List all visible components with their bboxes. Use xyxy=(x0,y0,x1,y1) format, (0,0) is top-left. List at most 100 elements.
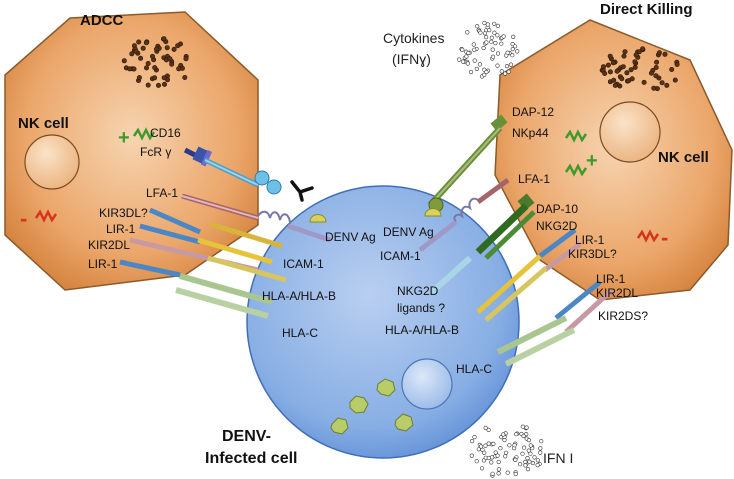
kir3dl-right-label: KIR3DL? xyxy=(568,247,617,261)
hla-ab-right-ligand-1 xyxy=(476,254,542,314)
dot xyxy=(492,30,497,35)
lir1-right-label-a: LIR-1 xyxy=(575,233,605,247)
dot xyxy=(656,50,662,56)
hla-ab-left-ligand-3 xyxy=(209,221,283,249)
denv-ag-right-bump xyxy=(424,208,442,217)
dot xyxy=(487,28,492,33)
activation-squiggle-right-1 xyxy=(564,129,588,143)
dot xyxy=(538,450,543,455)
dot xyxy=(152,65,158,71)
dot xyxy=(511,34,516,40)
dot xyxy=(486,427,491,433)
title-adcc: ADCC xyxy=(80,12,123,29)
dot xyxy=(490,455,495,460)
dot xyxy=(499,69,504,74)
dot xyxy=(505,470,510,475)
icam1-left-label: ICAM-1 xyxy=(283,257,324,271)
inhibition-squiggle-right xyxy=(636,229,660,243)
antibody-bead-2 xyxy=(266,179,282,195)
hla-c-left-ligand-1 xyxy=(179,273,273,305)
fcr-label: FcR γ xyxy=(140,145,171,159)
icam1-right-label: ICAM-1 xyxy=(380,249,421,263)
dot xyxy=(605,62,611,68)
kir3dl-left-label: KIR3DL? xyxy=(99,206,148,220)
dot xyxy=(144,65,150,71)
dot xyxy=(493,40,498,46)
dot xyxy=(528,451,533,456)
dot xyxy=(464,54,469,59)
hla-ab-left-label: HLA-A/HLA-B xyxy=(262,289,336,303)
dot xyxy=(486,455,491,461)
inhibition-sign-right: - xyxy=(661,225,668,250)
nkp44-label: NKp44 xyxy=(512,126,549,140)
dot xyxy=(152,75,158,81)
kir2ds-label: KIR2DS? xyxy=(598,309,648,323)
dot xyxy=(654,59,660,65)
nk-cell-left-label: NK cell xyxy=(18,115,69,132)
dot xyxy=(525,456,530,461)
dot xyxy=(528,443,533,448)
dot xyxy=(169,61,175,67)
dot xyxy=(517,462,523,467)
icam1-left-ligand xyxy=(287,223,331,243)
dot xyxy=(164,45,170,51)
dot xyxy=(508,62,514,67)
dot xyxy=(629,76,635,82)
kir2dl-right-label: KIR2DL xyxy=(596,286,638,300)
dot xyxy=(478,444,484,449)
dot xyxy=(472,58,477,63)
dot xyxy=(614,68,620,74)
dot xyxy=(530,460,536,466)
hla-c-left-ligand-2 xyxy=(175,287,269,319)
kir3dl-left-receptor xyxy=(148,207,202,235)
dot xyxy=(539,439,544,444)
lir1-left-label-b: LIR-1 xyxy=(88,257,118,271)
dot xyxy=(515,49,520,54)
dot xyxy=(495,23,501,29)
nk-cell-right-label: NK cell xyxy=(658,149,709,166)
dot xyxy=(521,433,526,439)
dot xyxy=(664,82,670,88)
dot xyxy=(176,66,182,72)
granules-left xyxy=(121,36,189,88)
dot xyxy=(496,467,502,472)
inhibition-sign-left: - xyxy=(20,206,27,231)
dot xyxy=(474,459,479,464)
dot xyxy=(641,79,647,85)
dot xyxy=(495,63,500,68)
lfa1-right-receptor xyxy=(453,177,510,223)
dot xyxy=(484,34,489,40)
dot xyxy=(489,39,494,44)
dot xyxy=(602,71,608,77)
dot xyxy=(640,46,646,52)
denv-ag-left-label: DENV Ag xyxy=(325,230,376,244)
dot xyxy=(607,69,613,75)
hla-c-right-label: HLA-C xyxy=(456,362,492,376)
dot xyxy=(503,454,508,459)
cytokines-label: Cytokines xyxy=(383,30,444,46)
dot xyxy=(632,64,638,70)
dot xyxy=(512,44,518,49)
dot xyxy=(183,56,189,62)
dot xyxy=(600,64,606,70)
dot xyxy=(469,453,474,458)
dap12-label: DAP-12 xyxy=(512,105,554,119)
dot xyxy=(669,67,675,73)
dot xyxy=(512,443,517,448)
dot xyxy=(653,73,659,79)
dot xyxy=(672,77,678,83)
dot xyxy=(470,439,475,444)
dot xyxy=(507,443,512,448)
dot xyxy=(620,64,626,70)
dot xyxy=(651,85,657,91)
dot xyxy=(524,425,529,430)
dot xyxy=(143,40,149,46)
dot xyxy=(472,435,477,440)
dot xyxy=(510,53,515,58)
activation-squiggle-left xyxy=(132,127,156,141)
dot xyxy=(483,425,488,431)
granules-right xyxy=(599,46,680,92)
dot xyxy=(523,459,528,465)
dot xyxy=(501,34,506,39)
